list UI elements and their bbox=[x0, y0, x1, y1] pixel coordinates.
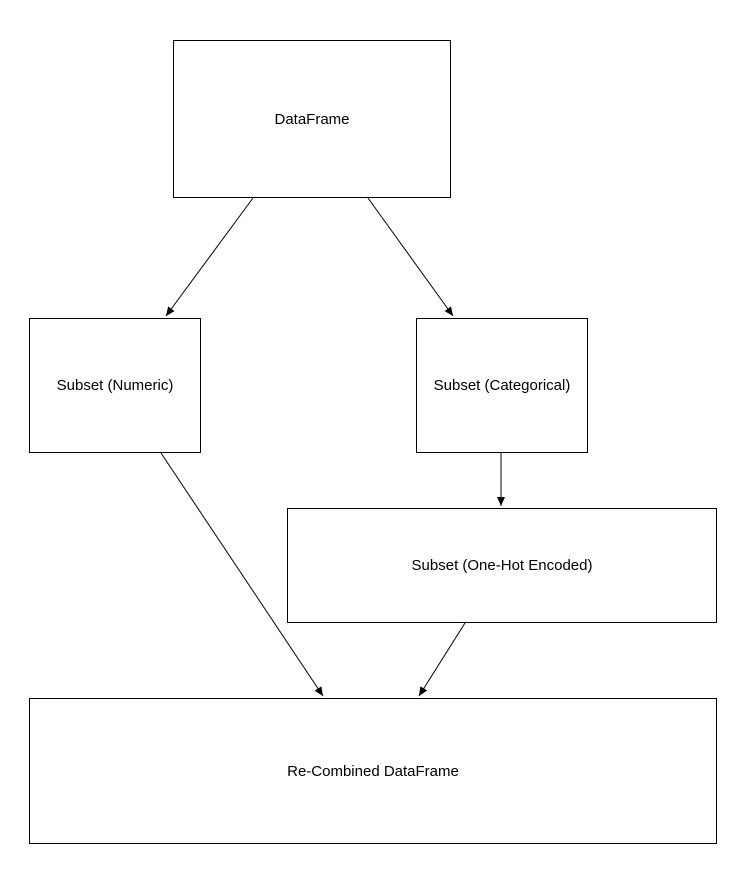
edge-dataframe-to-numeric bbox=[165, 197, 254, 317]
dataframe-node: DataFrame bbox=[173, 40, 451, 198]
recombined-dataframe-node-label: Re-Combined DataFrame bbox=[287, 762, 459, 780]
categorical-subset-node-label: Subset (Categorical) bbox=[433, 377, 571, 394]
edge-onehot-to-recombined bbox=[418, 622, 466, 697]
onehot-subset-node-label: Subset (One-Hot Encoded) bbox=[411, 557, 593, 574]
recombined-dataframe-node: Re-Combined DataFrame bbox=[29, 698, 717, 844]
numeric-subset-node-label: Subset (Numeric) bbox=[56, 377, 174, 394]
edge-dataframe-to-categorical bbox=[367, 197, 454, 317]
categorical-subset-node: Subset (Categorical) bbox=[416, 318, 588, 453]
onehot-subset-node: Subset (One-Hot Encoded) bbox=[287, 508, 717, 623]
numeric-subset-node: Subset (Numeric) bbox=[29, 318, 201, 453]
dataframe-node-label: DataFrame bbox=[274, 110, 350, 128]
